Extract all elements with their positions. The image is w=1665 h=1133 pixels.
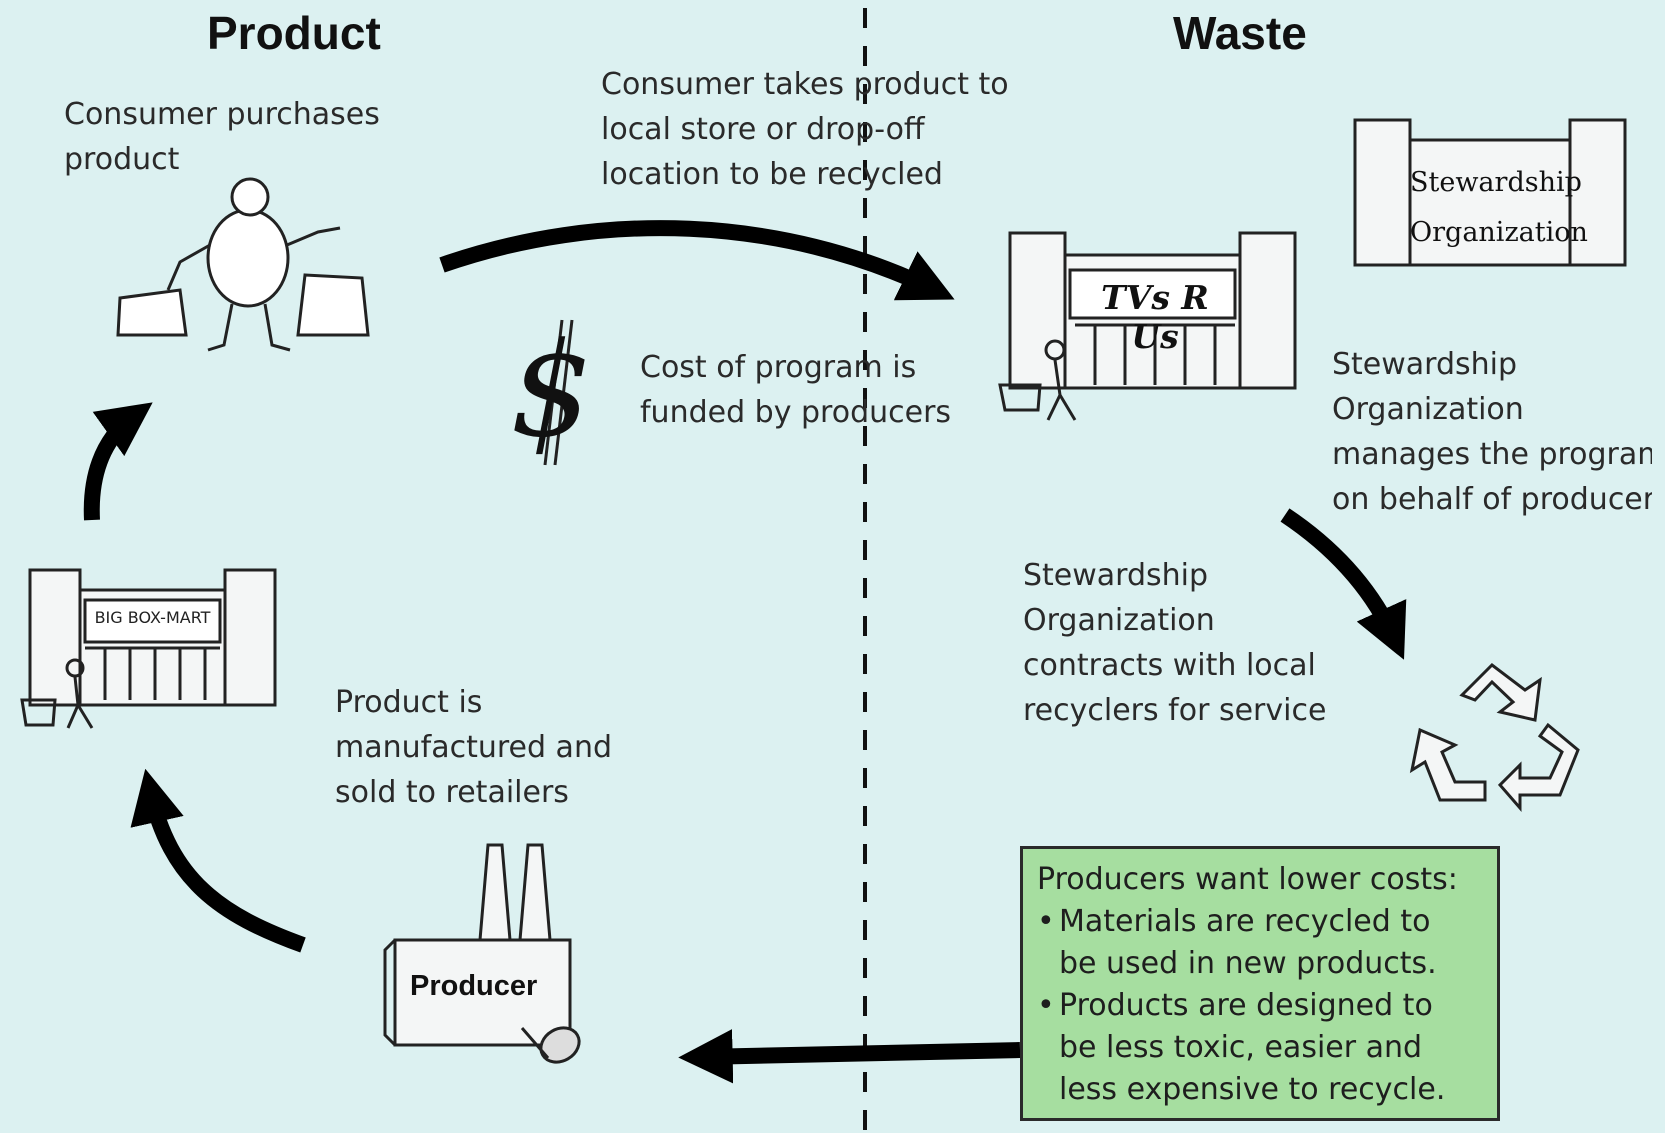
producer-label: Producer xyxy=(410,970,538,1002)
incentive-item: Products are designed to be less toxic, … xyxy=(1037,985,1483,1111)
caption-line: Organization xyxy=(1332,392,1524,427)
incentive-line: Materials are recycled to xyxy=(1059,904,1431,939)
incentive-line: be used in new products. xyxy=(1059,946,1437,981)
caption-line: manages the program xyxy=(1332,437,1652,472)
arrow-to-store xyxy=(439,220,955,301)
stewardship-sign: Stewardship Organization xyxy=(1410,158,1588,258)
arrow-to-producer xyxy=(678,1029,1021,1084)
manufactured-caption: Product is manufactured and sold to reta… xyxy=(335,680,612,815)
incentive-item: Materials are recycled to be used in new… xyxy=(1037,901,1483,985)
waste-heading: Waste xyxy=(1173,7,1307,59)
incentive-line: less expensive to recycle. xyxy=(1059,1072,1446,1107)
cost-caption: Cost of program is funded by producers xyxy=(640,345,951,435)
caption-line: funded by producers xyxy=(640,395,952,430)
incentive-list: Materials are recycled to be used in new… xyxy=(1037,901,1483,1111)
stewardship-building xyxy=(1353,118,1627,267)
consumer-icon xyxy=(116,177,370,352)
sign-line: Organization xyxy=(1410,217,1588,248)
arrow-to-consumer xyxy=(83,402,153,521)
caption-line: Product is xyxy=(335,685,483,720)
takes-back-caption: Consumer takes product to local store or… xyxy=(601,62,1009,197)
sign-line: Stewardship xyxy=(1410,167,1582,198)
recycle-icon xyxy=(1409,663,1580,813)
arrow-to-recycle xyxy=(1280,508,1407,660)
caption-line: Consumer purchases xyxy=(64,97,380,132)
caption-line: recyclers for service xyxy=(1023,693,1327,728)
arrow-to-retailer xyxy=(130,768,306,953)
caption-line: Organization xyxy=(1023,603,1215,638)
tv-store-sign: TVs R Us xyxy=(1101,278,1209,356)
caption-line: Consumer takes product to xyxy=(601,67,1009,102)
incentive-line: be less toxic, easier and xyxy=(1059,1030,1423,1065)
retailer-building xyxy=(20,568,277,729)
caption-line: local store or drop-off xyxy=(601,112,925,147)
incentive-title: Producers want lower costs: xyxy=(1037,862,1458,897)
tv-store-building xyxy=(998,231,1297,421)
caption-line: sold to retailers xyxy=(335,775,569,810)
manages-caption: Stewardship Organization manages the pro… xyxy=(1332,342,1652,522)
caption-line: on behalf of producers xyxy=(1332,482,1652,517)
dollar-icon xyxy=(543,319,574,466)
product-heading: Product xyxy=(207,7,381,59)
caption-line: Stewardship xyxy=(1332,347,1518,382)
incentive-line: Products are designed to xyxy=(1059,988,1433,1023)
incentive-box: Producers want lower costs: Materials ar… xyxy=(1020,846,1500,1121)
factory-icon xyxy=(383,843,581,1064)
retailer-sign: BIG BOX-MART xyxy=(94,608,211,627)
caption-line: Cost of program is xyxy=(640,350,917,385)
caption-line: Stewardship xyxy=(1023,558,1209,593)
dollar-sign: $ xyxy=(510,314,593,466)
contracts-caption: Stewardship Organization contracts with … xyxy=(1023,553,1326,733)
caption-line: location to be recycled xyxy=(601,157,943,192)
caption-line: manufactured and xyxy=(335,730,613,765)
caption-line: product xyxy=(64,142,180,177)
consumer-caption: Consumer purchases product xyxy=(64,92,380,182)
caption-line: contracts with local xyxy=(1023,648,1316,683)
